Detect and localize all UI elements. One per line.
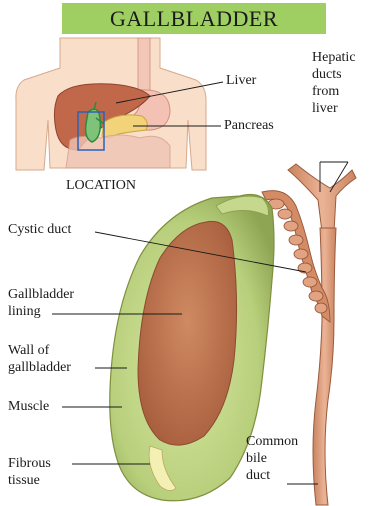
hepatic-ducts-label: Hepatic ducts from liver xyxy=(312,49,356,117)
location-inset xyxy=(16,38,223,170)
cystic-duct-label: Cystic duct xyxy=(8,221,71,238)
fibrous-tissue-label: Fibrous tissue xyxy=(8,455,51,489)
location-label: LOCATION xyxy=(66,177,136,194)
intestine-shape xyxy=(66,135,170,168)
wall-of-gallbladder-label: Wall of gallbladder xyxy=(8,342,71,376)
muscle-label: Muscle xyxy=(8,398,49,415)
inset-gallbladder xyxy=(86,109,101,142)
liver-label: Liver xyxy=(226,72,256,89)
gallbladder-lining-label: Gallbladder lining xyxy=(8,286,74,320)
pancreas-label: Pancreas xyxy=(224,117,274,134)
common-bile-duct-shape xyxy=(313,228,336,505)
common-bile-duct-label: Common bile duct xyxy=(246,433,298,484)
